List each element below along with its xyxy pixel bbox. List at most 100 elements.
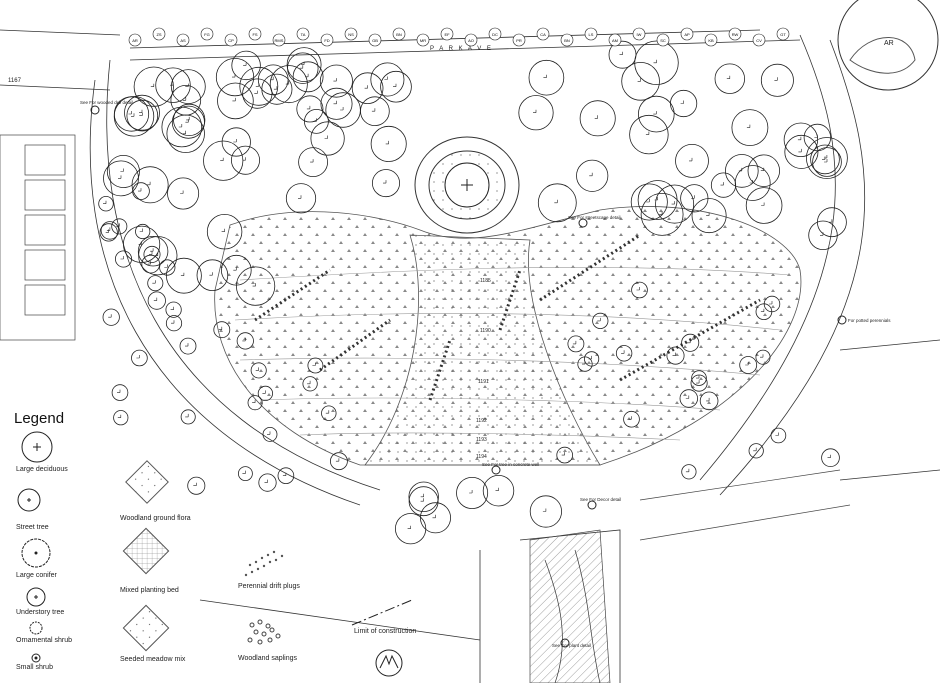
contour-label-1185: 1185 xyxy=(480,278,491,284)
tree-center-mark xyxy=(242,157,246,161)
tree-center-mark xyxy=(298,195,302,199)
tree-canopy xyxy=(170,69,206,104)
tree-tag-label: FG xyxy=(204,32,210,37)
tree-tag-bubble xyxy=(392,27,406,41)
tree-center-mark xyxy=(383,180,387,184)
tree-center-mark xyxy=(139,112,143,116)
tree-center-mark xyxy=(824,159,828,163)
tree-tag-bubble xyxy=(176,33,190,47)
tree-center-mark xyxy=(706,397,710,402)
callout-streetscape: See For streetscape detail xyxy=(568,215,621,228)
tree-tag-label: FD xyxy=(324,38,329,43)
tree-canopies: ARZSASFGCPFSRMSTAFDNSGBBNMREFAODCPRCABNL… xyxy=(98,27,848,545)
tree-center-mark xyxy=(594,115,598,119)
tree-center-mark xyxy=(797,136,802,141)
tree-center-mark xyxy=(193,482,197,486)
tree-center-mark xyxy=(761,202,765,206)
tree-tag-label: KB xyxy=(708,38,714,43)
tree-tag-label: CV xyxy=(756,38,762,43)
tree-canopy xyxy=(739,356,758,374)
tree-tag-label: RW xyxy=(732,32,739,37)
tree-center-mark xyxy=(654,197,658,201)
tree-canopy xyxy=(394,513,427,545)
tree-center-mark xyxy=(706,212,710,216)
street-label: P A R K A V E xyxy=(430,46,493,52)
tree-canopy xyxy=(196,259,229,292)
tree-tag-label: DC xyxy=(492,32,498,37)
tree-center-mark xyxy=(542,508,547,512)
tree-canopy xyxy=(821,448,840,468)
tree-canopy xyxy=(755,349,771,365)
tree-canopy xyxy=(351,72,384,104)
legend-mixed-bed-symbol xyxy=(122,527,170,575)
tree-canopy xyxy=(221,254,252,286)
tree-tag-bubble xyxy=(248,27,262,41)
tree-canopy xyxy=(745,187,783,224)
tree-center-mark xyxy=(310,159,314,163)
tree-canopy xyxy=(699,391,719,411)
legend-label-large-deciduous: Large deciduous xyxy=(16,466,68,473)
tree-center-mark xyxy=(254,90,258,94)
tree-tag-label: NS xyxy=(348,32,354,37)
tree-center-mark xyxy=(252,399,256,403)
tree-canopy xyxy=(675,143,709,178)
tree-canopy xyxy=(113,410,129,426)
tree-tag-bubble xyxy=(512,33,526,47)
tree-center-mark xyxy=(646,199,650,203)
tree-canopy xyxy=(731,109,769,146)
legend-title: Legend xyxy=(14,410,65,427)
tree-canopy xyxy=(217,82,254,120)
legend-large-conifer-symbol xyxy=(21,538,51,568)
tree-tag-bubble xyxy=(272,33,286,47)
tree-tag-label: GT xyxy=(780,32,786,37)
tree-tag-bubble xyxy=(728,27,742,41)
legend-small-shrub-symbol xyxy=(31,653,41,663)
tree-center-mark xyxy=(128,111,132,115)
tree-center-mark xyxy=(242,337,246,342)
tree-center-mark xyxy=(118,175,122,179)
legend-symbols xyxy=(17,431,413,677)
tree-center-mark xyxy=(775,432,779,436)
tree-tag-label: RMS xyxy=(275,38,284,43)
tree-canopy xyxy=(666,346,685,365)
tree-canopy xyxy=(237,466,253,482)
tree-canopy xyxy=(608,40,637,69)
tree-canopy xyxy=(171,105,205,139)
tree-canopy xyxy=(206,213,243,250)
tree-canopy xyxy=(100,221,120,240)
legend-label-large-conifer: Large conifer xyxy=(16,572,57,579)
tree-center-mark xyxy=(689,157,693,162)
tree-tag-label: BN xyxy=(564,38,570,43)
tree-tag-label: EF xyxy=(444,32,450,37)
callout-tree-in-concrete: See For tree in concrete well xyxy=(482,462,539,475)
tree-center-mark xyxy=(653,59,657,64)
tree-center-mark xyxy=(333,100,337,105)
tree-center-mark xyxy=(659,211,663,215)
tree-tag-label: TA xyxy=(301,32,306,37)
tree-tag-bubble xyxy=(224,33,238,47)
tree-center-mark xyxy=(760,167,765,171)
tree-center-mark xyxy=(685,395,690,399)
tree-center-mark xyxy=(185,343,189,347)
tree-center-mark xyxy=(432,514,436,519)
tree-tag-label: CA xyxy=(540,32,546,37)
tree-center-mark xyxy=(774,77,778,81)
tree-center-mark xyxy=(680,100,684,104)
tree-canopy xyxy=(370,125,407,162)
tree-tag-label: GB xyxy=(372,38,378,43)
tree-canopy xyxy=(690,374,708,392)
tree-center-mark xyxy=(178,124,183,128)
tree-center-mark xyxy=(636,287,640,291)
tree-canopy xyxy=(213,321,231,339)
tree-center-mark xyxy=(306,105,311,110)
tree-canopy xyxy=(230,145,260,175)
tree-canopy xyxy=(592,312,609,329)
legend-label-ornamental-shrub: Ornamental shrub xyxy=(16,637,73,644)
contour-label-1194: 1194 xyxy=(476,454,487,460)
tree-canopy xyxy=(287,52,319,84)
tree-canopy xyxy=(147,291,166,310)
tree-center-mark xyxy=(186,116,190,121)
tree-center-mark xyxy=(753,447,757,452)
tree-center-mark xyxy=(255,367,259,371)
